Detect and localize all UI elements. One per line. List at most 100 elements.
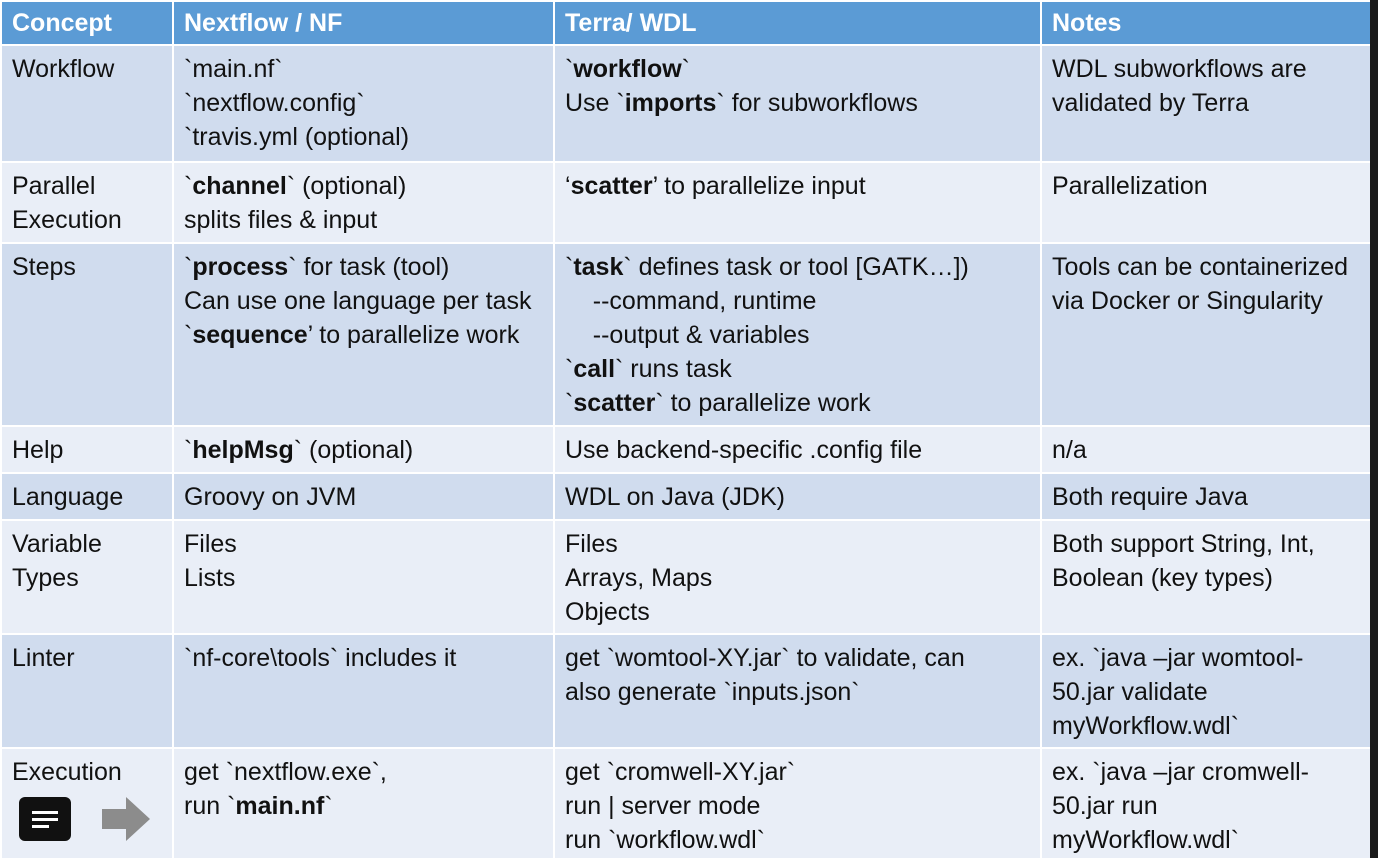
text-part: ` bbox=[184, 321, 193, 349]
text-part: Use ` bbox=[565, 89, 625, 117]
cell-line: `travis.yml (optional) bbox=[184, 123, 410, 151]
bold-keyword: workflow bbox=[573, 55, 682, 83]
cell-line: `sequence’ to parallelize work bbox=[184, 318, 543, 352]
text-part: ` bbox=[565, 389, 574, 417]
bold-keyword: scatter bbox=[573, 389, 656, 417]
text-part: run ` bbox=[184, 792, 236, 820]
cell-line: Boolean (key types) bbox=[1052, 564, 1273, 592]
cell-line: ‘scatter’ to parallelize input bbox=[565, 169, 1030, 203]
cell-line: run `main.nf` bbox=[184, 789, 543, 823]
row-language: Language Groovy on JVM WDL on Java (JDK)… bbox=[0, 472, 1370, 521]
bold-keyword: process bbox=[192, 253, 289, 281]
cell-line: `call` runs task bbox=[565, 352, 1030, 386]
cell-notes: Both require Java bbox=[1040, 472, 1370, 521]
cell-line: Help bbox=[12, 436, 64, 464]
cell-line: get `womtool-XY.jar` to validate, can bbox=[565, 644, 965, 672]
cell-line: --command, runtime bbox=[565, 287, 817, 315]
cell-line: `scatter` to parallelize work bbox=[565, 386, 1030, 420]
text-part: ’ to parallelize input bbox=[652, 172, 866, 200]
row-steps: Steps `process` for task (tool)Can use o… bbox=[0, 242, 1370, 427]
cell-line: Use `imports` for subworkflows bbox=[565, 86, 1030, 120]
cell-concept: Execution bbox=[0, 747, 174, 858]
cell-concept: Workflow bbox=[0, 44, 174, 163]
cell-line: also generate `inputs.json` bbox=[565, 678, 860, 706]
row-execution: Execution get `nextflow.exe`, run `main.n… bbox=[0, 747, 1370, 858]
header-notes: Notes bbox=[1040, 0, 1370, 46]
bold-keyword: imports bbox=[624, 89, 717, 117]
cell-notes: Both support String, Int, Boolean (key ty… bbox=[1040, 519, 1370, 635]
text-part: ` (optional) bbox=[286, 172, 407, 200]
cell-notes: ex. `java –jar cromwell- 50.jar run myWork… bbox=[1040, 747, 1370, 858]
cell-line: Steps bbox=[12, 253, 76, 281]
text-part: ` for subworkflows bbox=[716, 89, 918, 117]
cell-line: via Docker or Singularity bbox=[1052, 287, 1323, 315]
cell-line: n/a bbox=[1052, 436, 1087, 464]
cell-line: run | server mode bbox=[565, 792, 761, 820]
text-part: ` to parallelize work bbox=[655, 389, 871, 417]
cell-line: Linter bbox=[12, 644, 75, 672]
cell-line: Both require Java bbox=[1052, 483, 1248, 511]
header-terra: Terra/ WDL bbox=[553, 0, 1042, 46]
cell-line: Files bbox=[184, 530, 237, 558]
cell-line: Parallel bbox=[12, 172, 96, 200]
text-part: ` bbox=[184, 436, 193, 464]
cell-line: myWorkflow.wdl` bbox=[1052, 826, 1240, 854]
cell-line: 50.jar run bbox=[1052, 792, 1158, 820]
text-part: ` bbox=[324, 792, 333, 820]
row-workflow: Workflow `main.nf``nextflow.config``trav… bbox=[0, 44, 1370, 163]
cell-line: Lists bbox=[184, 564, 236, 592]
cell-nextflow: `channel` (optional)splits files & input bbox=[172, 161, 555, 244]
text-part: ` for task (tool) bbox=[288, 253, 450, 281]
cell-notes: WDL subworkflows are validated by Terra bbox=[1040, 44, 1370, 163]
cell-terra: ‘scatter’ to parallelize input bbox=[553, 161, 1042, 244]
text-part: ` runs task bbox=[615, 355, 732, 383]
next-button[interactable] bbox=[98, 795, 154, 843]
cell-line: --output & variables bbox=[565, 321, 810, 349]
cell-nextflow: `process` for task (tool)Can use one lan… bbox=[172, 242, 555, 427]
text-part: ` (optional) bbox=[293, 436, 414, 464]
cell-nextflow: `helpMsg` (optional) bbox=[172, 425, 555, 474]
cell-line: `workflow` bbox=[565, 52, 1030, 86]
cell-terra: WDL on Java (JDK) bbox=[553, 472, 1042, 521]
cell-line: myWorkflow.wdl` bbox=[1052, 712, 1240, 740]
captions-button[interactable] bbox=[19, 797, 71, 841]
cell-line: Both support String, Int, bbox=[1052, 530, 1315, 558]
cell-line: WDL on Java (JDK) bbox=[565, 483, 785, 511]
cell-terra: Use backend-specific .config file bbox=[553, 425, 1042, 474]
cell-terra: ` task` defines task or tool [GATK…]) --c… bbox=[553, 242, 1042, 427]
bold-keyword: sequence bbox=[192, 321, 308, 349]
cell-line: `nextflow.config` bbox=[184, 89, 365, 117]
cell-line: get `nextflow.exe`, bbox=[184, 758, 387, 786]
cell-line: Execution bbox=[12, 758, 122, 786]
text-part: ` bbox=[681, 55, 690, 83]
cell-line: 50.jar validate bbox=[1052, 678, 1208, 706]
header-nextflow: Nextflow / NF bbox=[172, 0, 555, 46]
text-part: ` bbox=[565, 55, 574, 83]
cell-line: run `workflow.wdl` bbox=[565, 826, 766, 854]
cell-line: Types bbox=[12, 564, 79, 592]
cell-line: `process` for task (tool) bbox=[184, 250, 543, 284]
bold-keyword: main.nf bbox=[235, 792, 325, 820]
cell-terra: get `womtool-XY.jar` to validate, can als… bbox=[553, 633, 1042, 749]
text-part: ` bbox=[184, 253, 193, 281]
cell-line: Groovy on JVM bbox=[184, 483, 357, 511]
cell-line: WDL subworkflows are bbox=[1052, 55, 1307, 83]
text-part: ` bbox=[565, 355, 574, 383]
cell-line: Language bbox=[12, 483, 124, 511]
window-edge bbox=[1370, 0, 1378, 858]
cell-line: splits files & input bbox=[184, 206, 378, 234]
cell-line: ex. `java –jar cromwell- bbox=[1052, 758, 1310, 786]
cell-line: validated by Terra bbox=[1052, 89, 1249, 117]
bold-keyword: task bbox=[573, 253, 624, 281]
cell-line: Files bbox=[565, 530, 618, 558]
cell-concept: Language bbox=[0, 472, 174, 521]
text-part: ` defines task or tool [GATK…]) bbox=[623, 253, 969, 281]
